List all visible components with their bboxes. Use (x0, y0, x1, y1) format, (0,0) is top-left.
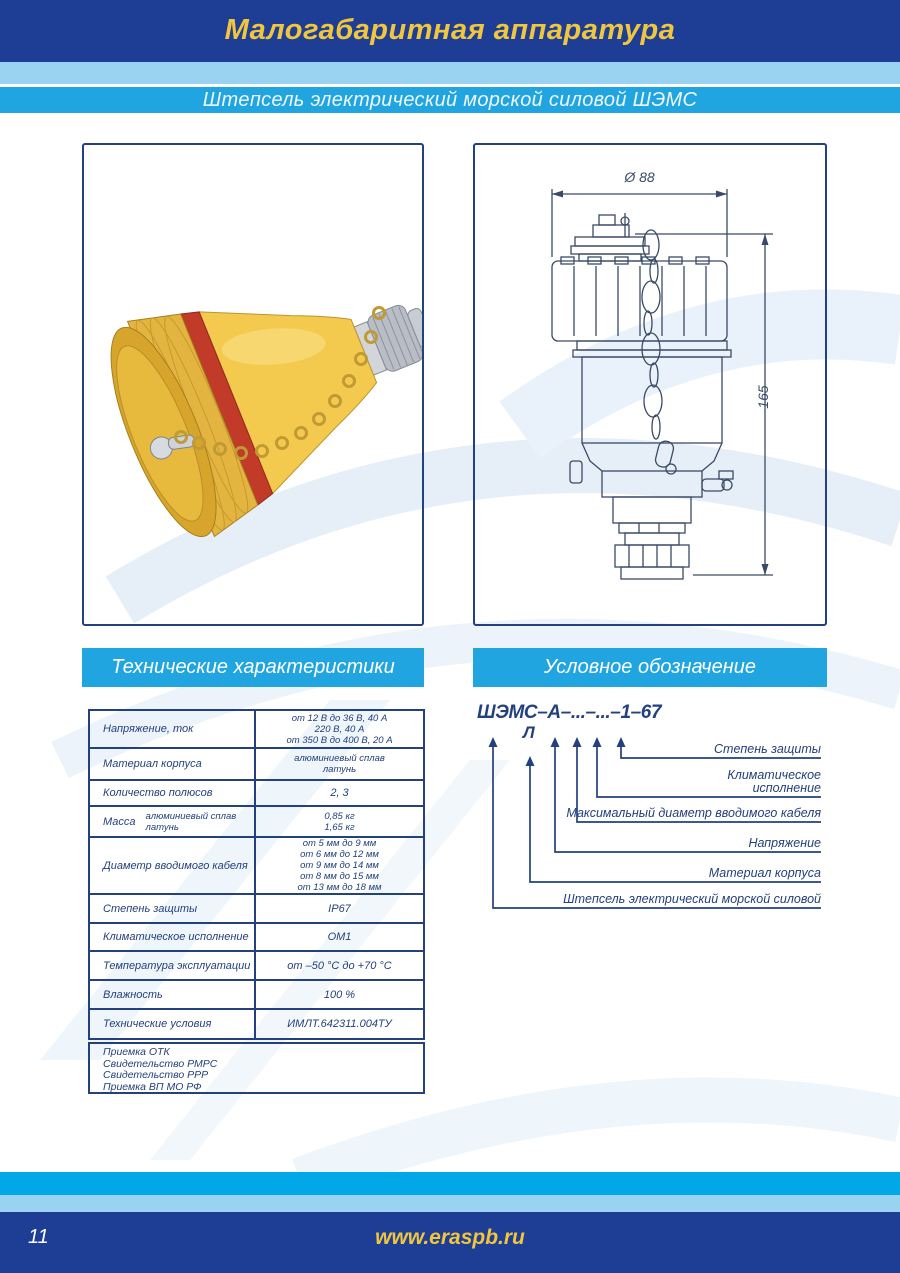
row-label: Температура эксплуатации (90, 952, 256, 979)
approval-line: Приемка ОТК (103, 1046, 170, 1058)
dimension-diameter (551, 189, 728, 257)
row-label: Климатическое исполнение (90, 924, 256, 950)
drawing-chain (641, 229, 677, 475)
approval-line: Свидетельство РРР (103, 1069, 209, 1081)
tech-section-header: Технические характеристики (82, 648, 424, 687)
row-label: Материал корпуса (90, 749, 256, 779)
decode-label: Степень защиты (714, 742, 821, 756)
row-value: от –50 °С до +70 °С (287, 959, 392, 972)
table-row: Степень защиты IP67 (90, 895, 423, 924)
table-row: Температура эксплуатации от –50 °С до +70… (90, 952, 423, 981)
table-row: Технические условия ИМЛТ.642311.004ТУ (90, 1010, 423, 1038)
designation-section-header: Условное обозначение (473, 648, 827, 687)
dimension-height (635, 233, 773, 576)
top-light-stripe (0, 62, 900, 84)
row-label: Диаметр вводимого кабеля (90, 838, 256, 893)
row-value: 2, 3 (330, 787, 349, 799)
designation-section-title: Условное обозначение (543, 656, 757, 678)
table-row: Влажность 100 % (90, 981, 423, 1010)
decode-arrow (550, 737, 560, 747)
decode-arrow (592, 737, 602, 747)
height-dim-label: 165 (755, 385, 771, 409)
product-title: Штепсель электрический морской силовой Ш… (202, 89, 698, 111)
bottom-light-stripe (0, 1195, 900, 1212)
decode-label: Максимальный диаметр вводимого кабеля (566, 806, 821, 820)
decode-line (554, 745, 821, 853)
footer-bar (0, 1212, 900, 1273)
diameter-dim-label: Ø 88 (624, 169, 655, 185)
decode-label: Напряжение (748, 836, 821, 850)
row-value: IP67 (328, 902, 351, 915)
decode-line (576, 745, 821, 823)
designation-code-alt: Л (523, 723, 535, 742)
website-link[interactable]: www.eraspb.ru (375, 1226, 525, 1249)
decode-arrow (525, 756, 535, 766)
top-blue-bar (0, 87, 900, 113)
decode-label: Штепсель электрический морской силовой (563, 892, 821, 906)
decode-line (596, 745, 821, 798)
page-number: 11 (28, 1226, 49, 1248)
tech-section-title: Технические характеристики (111, 656, 395, 678)
bottom-blue-stripe (0, 1172, 900, 1195)
designation-code: ШЭМС–А–...–...–1–67 (477, 702, 662, 723)
product-photo-box (82, 143, 434, 626)
row-label: Количество полюсов (90, 781, 256, 805)
row-value: ОМ1 (327, 931, 352, 943)
decode-label: Материал корпуса (708, 866, 821, 880)
technical-drawing-box: Ø 88 165 (473, 143, 827, 626)
decode-label: Климатическое исполнение (727, 768, 821, 795)
decode-line (492, 745, 821, 909)
row-value: ИМЛТ.642311.004ТУ (287, 1018, 392, 1030)
table-row: Климатическое исполнение ОМ1 (90, 924, 423, 952)
decode-line (620, 745, 821, 759)
decode-line (529, 764, 821, 883)
top-navy-bar (0, 0, 900, 62)
row-label: Степень защиты (90, 895, 256, 922)
row-label: Технические условия (90, 1010, 256, 1038)
page-title: Малогабаритная аппаратура (224, 14, 676, 46)
approval-line: Свидетельство РМРС (103, 1057, 218, 1070)
decode-arrow (572, 737, 582, 747)
decode-arrow (488, 737, 498, 747)
decode-arrow (616, 737, 626, 747)
row-value: 100 % (323, 988, 356, 1001)
row-label: Напряжение, ток (90, 711, 256, 747)
decode-lines (488, 737, 821, 909)
safety-chain (174, 306, 386, 460)
technical-drawing (551, 189, 773, 580)
approval-line: Приемка ВП МО РФ (103, 1080, 202, 1093)
row-label: Влажность (90, 981, 256, 1008)
table-row: Количество полюсов 2, 3 (90, 781, 423, 807)
product-render (110, 304, 434, 538)
